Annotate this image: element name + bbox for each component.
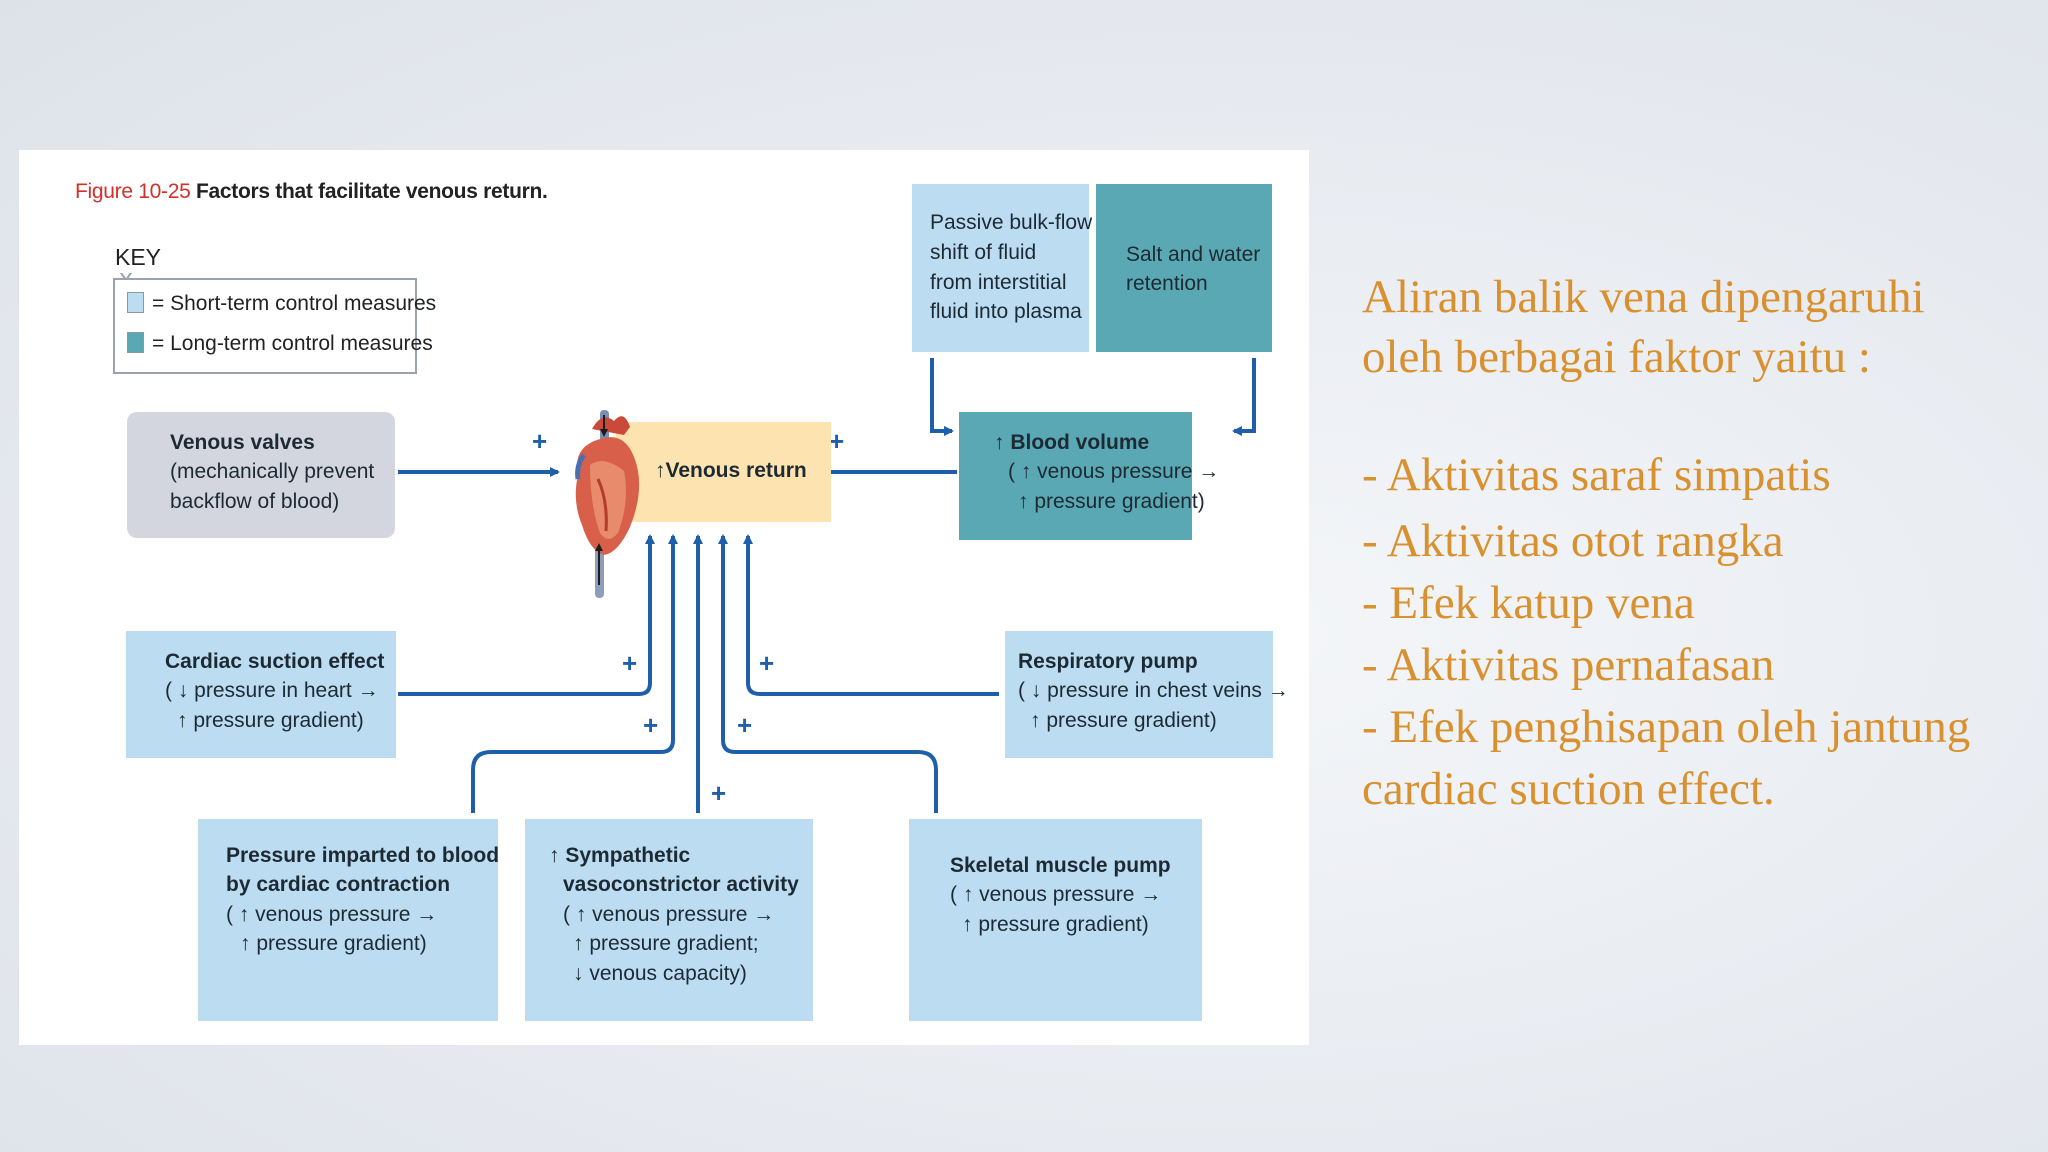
intro-line: Aliran balik vena dipengaruhi — [1362, 271, 1925, 323]
arrow-skeletal-muscle — [718, 534, 938, 813]
arrow-pressure-imparted — [471, 534, 678, 813]
sympathetic-line: ↑ pressure gradient; — [573, 932, 759, 956]
plus-skeletal-muscle: + — [737, 710, 753, 740]
node-venous-return: ↑Venous return — [616, 422, 831, 522]
sympathetic-line: ( ↑ venous pressure → — [563, 902, 775, 926]
arrow-respiratory-pump — [743, 534, 999, 696]
pressure-imparted-line: ( ↑ venous pressure → — [226, 902, 438, 926]
key-row-short-term: = Short-term control measures — [127, 292, 436, 316]
long-term-swatch — [127, 332, 144, 353]
node-sympathetic: ↑ Sympathetic vasoconstrictor activity (… — [525, 819, 813, 1021]
node-cardiac-suction: Cardiac suction effect ( ↓ pressure in h… — [126, 631, 396, 758]
key-label-long-term: = Long-term control measures — [152, 332, 433, 355]
blood-volume-line: ( ↑ venous pressure → — [1008, 460, 1220, 484]
respiratory-pump-line: ↑ pressure gradient) — [1030, 708, 1217, 732]
arrow-salt-water — [1232, 358, 1256, 436]
venous-valves-title: Venous valves — [170, 431, 315, 454]
pressure-imparted-title: Pressure imparted to blood — [226, 844, 500, 867]
plus-sympathetic: + — [711, 778, 727, 808]
plus-cardiac-suction: + — [622, 648, 638, 678]
blood-volume-line: ↑ pressure gradient) — [1018, 489, 1205, 513]
node-salt-water: Salt and water retention — [1096, 184, 1272, 352]
respiratory-pump-line: ( ↓ pressure in chest veins → — [1018, 679, 1289, 703]
key-title: KEY — [115, 244, 162, 270]
key-label-short-term: = Short-term control measures — [152, 292, 437, 315]
figure-title: Factors that facilitate venous return. — [196, 180, 548, 203]
figure-caption: Figure 10-25 Factors that facilitate ven… — [75, 180, 548, 204]
connector-arrows — [398, 358, 1256, 813]
bullet-item: - Efek katup vena — [1362, 577, 1695, 629]
intro-line: oleh berbagai faktor yaitu : — [1362, 331, 1871, 383]
venous-return-title: ↑Venous return — [655, 459, 807, 482]
pressure-imparted-line: ↑ pressure gradient) — [240, 932, 427, 956]
figure-number: Figure 10-25 — [75, 180, 191, 203]
node-respiratory-pump: Respiratory pump ( ↓ pressure in chest v… — [1005, 631, 1289, 758]
plus-blood-volume: + — [829, 426, 845, 456]
key-legend: = Short-term control measures = Long-ter… — [113, 278, 436, 374]
venous-valves-line: (mechanically prevent — [170, 460, 375, 484]
sympathetic-title: ↑ Sympathetic — [549, 844, 691, 867]
salt-water-line: retention — [1126, 272, 1208, 296]
plus-venous-valves: + — [532, 426, 548, 456]
passive-bulk-flow-line: shift of fluid — [930, 240, 1037, 264]
passive-bulk-flow-line: Passive bulk-flow — [930, 211, 1093, 234]
arrow-cardiac-suction — [398, 534, 655, 696]
key-row-long-term: = Long-term control measures — [127, 332, 433, 356]
skeletal-muscle-line: ↑ pressure gradient) — [962, 912, 1149, 936]
skeletal-muscle-title: Skeletal muscle pump — [950, 854, 1171, 877]
bullet-item: - Aktivitas otot rangka — [1362, 515, 1784, 567]
bullet-item: - Efek penghisapan oleh jantung — [1362, 701, 1971, 753]
bullet-continuation: cardiac suction effect. — [1362, 763, 1775, 815]
cardiac-suction-line: ( ↓ pressure in heart → — [165, 679, 379, 703]
cardiac-suction-line: ↑ pressure gradient) — [177, 708, 364, 732]
key-notch — [119, 270, 133, 280]
node-blood-volume: ↑ Blood volume ( ↑ venous pressure → ↑ p… — [959, 412, 1220, 540]
cardiac-suction-title: Cardiac suction effect — [165, 650, 385, 673]
plus-pressure-imparted: + — [643, 710, 659, 740]
skeletal-muscle-line: ( ↑ venous pressure → — [950, 883, 1162, 907]
sympathetic-title: vasoconstrictor activity — [563, 873, 799, 897]
sympathetic-line: ↓ venous capacity) — [573, 961, 747, 985]
passive-bulk-flow-line: from interstitial — [930, 270, 1067, 294]
pressure-imparted-title: by cardiac contraction — [226, 873, 451, 897]
node-passive-bulk-flow: Passive bulk-flow shift of fluid from in… — [912, 184, 1093, 352]
passive-bulk-flow-line: fluid into plasma — [930, 300, 1082, 324]
venous-valves-line: backflow of blood) — [170, 489, 340, 513]
node-skeletal-muscle: Skeletal muscle pump ( ↑ venous pressure… — [909, 819, 1202, 1021]
node-venous-valves: Venous valves (mechanically prevent back… — [127, 412, 395, 538]
short-term-swatch — [127, 292, 144, 313]
respiratory-pump-title: Respiratory pump — [1018, 650, 1198, 673]
blood-volume-title: ↑ Blood volume — [994, 431, 1150, 454]
bullet-item: - Aktivitas saraf simpatis — [1362, 449, 1831, 501]
bullet-item: - Aktivitas pernafasan — [1362, 639, 1775, 691]
heart-icon — [575, 410, 640, 598]
node-pressure-imparted: Pressure imparted to blood by cardiac co… — [198, 819, 500, 1021]
plus-respiratory-pump: + — [759, 648, 775, 678]
figure-panel: Figure 10-25 Factors that facilitate ven… — [19, 150, 1309, 1045]
arrow-passive-bulk-flow — [930, 358, 954, 436]
salt-water-line: Salt and water — [1126, 243, 1261, 266]
